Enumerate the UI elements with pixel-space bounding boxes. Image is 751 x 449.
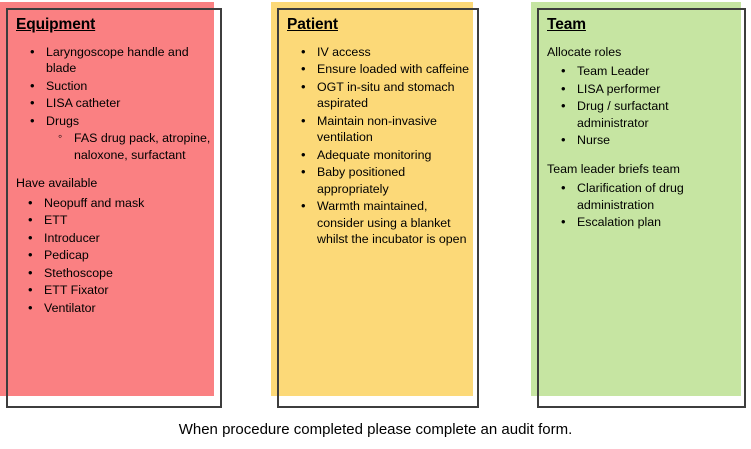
- list-item: Warmth maintained, consider using a blan…: [287, 197, 473, 248]
- list-item: OGT in-situ and stomach aspirated: [287, 78, 473, 112]
- team-panel-outline: [537, 8, 746, 408]
- team-bullets-list: Clarification of drug administrationEsca…: [547, 179, 740, 231]
- patient-bullets-list: IV accessEnsure loaded with caffeineOGT …: [287, 43, 473, 248]
- list-item: Maintain non-invasive ventilation: [287, 112, 473, 146]
- list-item: Adequate monitoring: [287, 146, 473, 164]
- patient-panel-title: Patient: [287, 16, 338, 33]
- list-item: Ventilator: [16, 299, 216, 317]
- equipment-panel-title: Equipment: [16, 16, 96, 33]
- equipment-bullets-list: Neopuff and maskETTIntroducerPedicapStet…: [16, 194, 216, 317]
- list-item: IV access: [287, 43, 473, 61]
- list-item: ETT: [16, 211, 216, 229]
- list-item: Escalation plan: [547, 213, 740, 231]
- equipment-panel-outline: [6, 8, 222, 408]
- list-item: Neopuff and mask: [16, 194, 216, 212]
- list-item: LISA performer: [547, 80, 740, 98]
- patient-panel-outline: [277, 8, 479, 408]
- equipment-subbullets-list: FAS drug pack, atropine, naloxone, surfa…: [16, 129, 216, 163]
- list-item: ETT Fixator: [16, 281, 216, 299]
- list-item: LISA catheter: [16, 94, 216, 112]
- team-section-label: Team leader briefs team: [547, 161, 680, 176]
- team-section-label: Allocate roles: [547, 44, 622, 59]
- list-item: Laryngoscope handle and blade: [16, 43, 216, 77]
- team-panel-title: Team: [547, 16, 586, 33]
- list-item: Drugs: [16, 112, 216, 130]
- equipment-section-label: Have available: [16, 176, 98, 191]
- list-item: Ensure loaded with caffeine: [287, 60, 473, 78]
- list-item: Baby positioned appropriately: [287, 163, 473, 197]
- list-item: Pedicap: [16, 246, 216, 264]
- footer-note: When procedure completed please complete…: [178, 421, 573, 438]
- list-item: Team Leader: [547, 62, 740, 80]
- equipment-panel: EquipmentLaryngoscope handle and bladeSu…: [6, 8, 222, 408]
- list-item: FAS drug pack, atropine, naloxone, surfa…: [16, 129, 216, 163]
- list-item: Clarification of drug administration: [547, 179, 740, 213]
- list-item: Nurse: [547, 131, 740, 149]
- list-item: Stethoscope: [16, 264, 216, 282]
- list-item: Introducer: [16, 229, 216, 247]
- list-item: Suction: [16, 77, 216, 95]
- equipment-bullets-list: Laryngoscope handle and bladeSuctionLISA…: [16, 43, 216, 130]
- list-item: Drug / surfactant administrator: [547, 97, 740, 131]
- patient-panel: Patient IV accessEnsure loaded with caffe…: [277, 8, 479, 408]
- team-bullets-list: Team LeaderLISA performerDrug / surfacta…: [547, 62, 740, 149]
